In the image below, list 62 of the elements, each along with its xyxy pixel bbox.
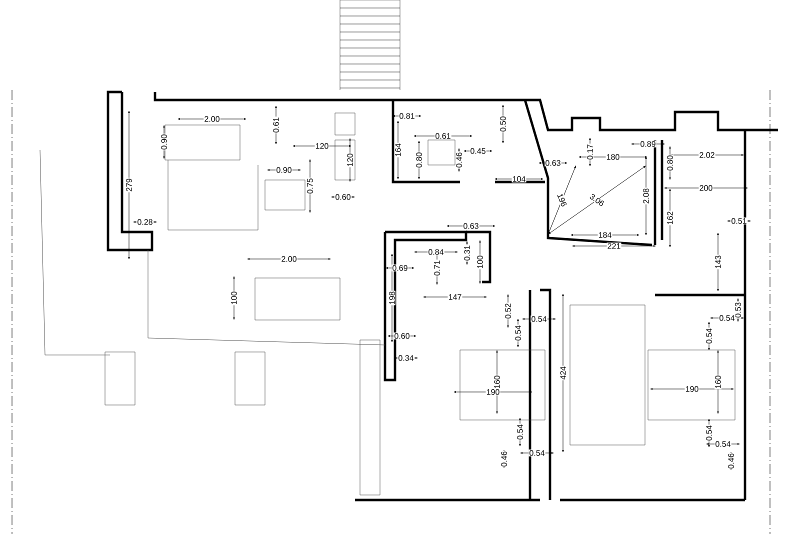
dimension-label: 200 <box>698 184 714 192</box>
dimension-label: 221 <box>606 242 622 250</box>
dimension-label: 0.54 <box>714 440 732 448</box>
dimension-label: 0.28 <box>136 218 154 226</box>
dimension-label: 0.17 <box>586 144 594 160</box>
dimension-label: 0.89 <box>640 140 656 148</box>
dimension-label: 0.54 <box>528 450 546 456</box>
dimension-label: 0.63 <box>544 160 562 166</box>
dimension-label: 184 <box>598 232 612 238</box>
dimension-label: 190 <box>684 386 700 392</box>
dimension-label: 100 <box>476 254 484 270</box>
dimension-label: 162 <box>666 210 674 226</box>
dimension-label: 2.00 <box>280 256 298 262</box>
dimension-label: 0.54 <box>514 324 522 342</box>
dimension-label: 0.34 <box>398 354 414 362</box>
dimension-label: 0.54 <box>530 316 548 322</box>
dimension-label: 160 <box>494 374 500 390</box>
dimension-label: 0.46 <box>456 152 462 168</box>
dimension-label: 0.54 <box>706 424 712 442</box>
dimension-label: 180 <box>606 154 620 160</box>
dimension-label: 104 <box>512 176 526 182</box>
dimension-label: 0.80 <box>416 152 422 168</box>
dimension-label: 0.52 <box>504 302 512 320</box>
dimension-label: 120 <box>314 142 330 150</box>
dimension-label: 120 <box>346 152 354 168</box>
dimension-label: 196 <box>556 192 568 208</box>
dimension-label: 0.54 <box>706 328 712 344</box>
dimension-label: 2.08 <box>642 188 650 204</box>
dimension-label: 0.45 <box>470 148 486 154</box>
dimension-label: 164 <box>394 142 402 158</box>
dimension-label: 0.61 <box>434 132 452 140</box>
dimension-label: 190 <box>486 388 500 396</box>
dimension-label: 2.00 <box>204 116 220 122</box>
dimension-label: 0.54 <box>516 424 524 440</box>
dimension-label: 147 <box>448 294 462 300</box>
dimension-label: 0.46 <box>500 450 508 468</box>
dimension-label: 0.50 <box>500 116 506 132</box>
dimension-label: 0.60 <box>334 194 352 200</box>
dimension-label: 0.80 <box>666 154 674 172</box>
dimension-label: 0.63 <box>462 222 480 230</box>
dimension-label: 0.60 <box>394 332 410 340</box>
dimension-label: 100 <box>230 290 238 306</box>
dimension-label: 198 <box>388 290 396 306</box>
dimension-label: 0.90 <box>160 134 168 150</box>
dimension-label: 0.75 <box>306 178 314 194</box>
dimension-label: 0.31 <box>464 244 470 262</box>
dimension-label: 0.61 <box>272 116 280 134</box>
dimension-label: 0.84 <box>428 248 444 256</box>
dimension-label: 0.46 <box>728 452 734 470</box>
dimension-label: 0.69 <box>392 264 408 272</box>
dimension-label: 424 <box>560 366 566 380</box>
dimension-label: 0.90 <box>276 166 292 174</box>
dimension-label: 160 <box>714 374 722 390</box>
dimension-label: 0.53 <box>734 302 742 318</box>
dimension-label: 0.54 <box>718 314 736 322</box>
dimension-label: 2.02 <box>698 152 716 158</box>
dimension-label: 143 <box>714 254 722 270</box>
dimension-label: 3.06 <box>588 192 606 208</box>
dimension-label: 0.81 <box>398 112 416 120</box>
dimension-label: 0.71 <box>434 260 440 276</box>
dimension-label: 0.51 <box>730 218 748 224</box>
dimension-label: 279 <box>126 178 132 192</box>
